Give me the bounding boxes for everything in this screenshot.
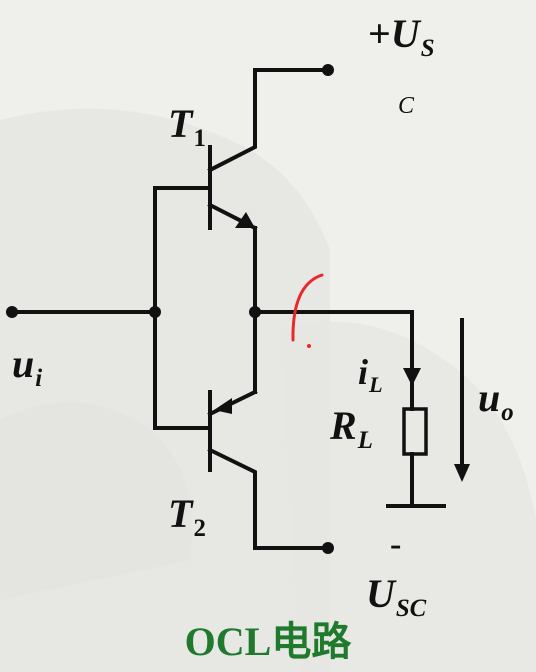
wire-vee [207, 447, 330, 550]
uo-arrowhead [454, 464, 470, 482]
load-resistor [402, 407, 428, 456]
diagram-title: OCL电路 [184, 619, 352, 664]
red-annotation-dot [307, 344, 311, 348]
t1-emitter-arrow [235, 212, 255, 228]
wire-output [253, 310, 414, 372]
t2-emitter [207, 389, 258, 417]
terminal-input [6, 306, 18, 318]
junction-output [249, 306, 261, 318]
junction-base [149, 306, 161, 318]
terminal-vcc [322, 64, 334, 76]
il-arrow [403, 368, 421, 386]
supply-positive-label: +US [368, 11, 435, 62]
t1-label: T1 [168, 101, 206, 152]
input-voltage-label: ui [12, 341, 43, 392]
t2-emitter-arrow [214, 398, 232, 414]
supply-positive-label-tail: C [398, 93, 415, 119]
red-annotation-arc [291, 273, 324, 342]
load-resistor-label: RL [330, 403, 373, 454]
wire-vcc [207, 68, 330, 173]
output-voltage-label: uo [478, 375, 514, 426]
terminal-vee [322, 542, 334, 554]
supply-negative-sign: - [390, 526, 402, 563]
t2-label: T2 [168, 491, 206, 542]
load-current-label: iL [358, 352, 383, 397]
supply-negative-label: USC [366, 571, 427, 622]
wire-t2-base [153, 310, 212, 430]
wire-t1-base [153, 186, 212, 314]
